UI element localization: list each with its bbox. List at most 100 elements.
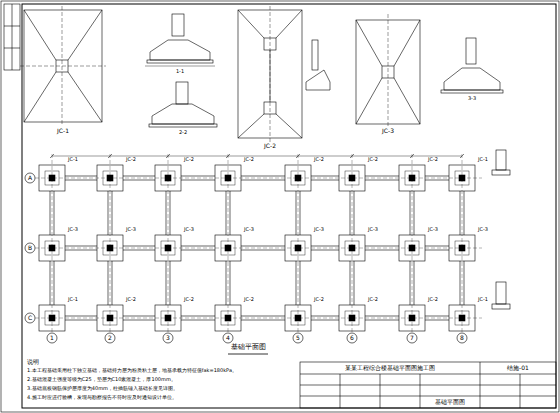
footing-outline [399,305,425,331]
footing-step [291,241,305,255]
tie-beam [365,250,399,251]
footing-label: JC-2 [125,297,137,303]
tie-beam [464,261,465,305]
column [225,315,231,321]
footing-detail [356,14,420,128]
column [49,315,55,321]
tie-beam [425,250,449,251]
tie-beam [181,316,215,317]
footing-label: JC-2 [313,297,325,303]
tie-beam [65,320,97,321]
footing-step [345,241,359,255]
tie-beam [311,250,339,251]
footing-outline [285,165,311,191]
column [165,315,171,321]
footing-label: JC-3 [67,227,79,233]
footing-outline [39,235,65,261]
detail-title: JC-1 [56,128,70,135]
footing-detail [20,6,106,126]
axis-number: 3 [165,335,171,342]
footing-section [441,38,510,309]
tie-beam [123,246,155,247]
footing-label: JC-2 [243,157,255,163]
axis-number: 6 [349,335,355,342]
tie-beam [65,316,97,317]
tie-beam [226,261,227,305]
footing-label: JC-2 [125,157,137,163]
footing-step [45,171,59,185]
footing-step [221,171,235,185]
tie-beam [65,250,97,251]
dimension-tick [50,154,54,158]
footing-outline [339,235,365,261]
note-text: 说明 [26,359,40,366]
tie-beam [460,191,461,235]
footing-step [103,241,117,255]
tie-beam [123,316,155,317]
axis-number: 7 [409,335,415,342]
axis-bubble [25,173,35,183]
footing-outline [39,305,65,331]
column [165,245,171,251]
tie-beam [123,250,155,251]
tie-beam [464,191,465,235]
footing-outline [399,235,425,261]
tie-beam [311,316,339,317]
tie-beam [300,261,301,305]
axis-number: A [27,175,33,182]
column [225,245,231,251]
tie-beam [54,191,55,235]
footing-outline [339,305,365,331]
footing-outline [399,165,425,191]
title-block-text: 某某工程综合楼基础平面图施工图 [344,365,436,372]
dimension-tick [166,154,170,158]
footing-outline [39,165,65,191]
column [165,175,171,181]
column [49,175,55,181]
tie-beam [365,246,399,247]
tie-beam [425,180,449,181]
footing-outline [215,165,241,191]
detail-title: 3-3 [467,96,477,102]
footing-label: JC-1 [477,157,489,163]
tie-beam [123,176,155,177]
tie-beam [166,261,167,305]
tie-beam [108,191,109,235]
tie-beam [311,180,339,181]
axis-bubble [105,333,115,343]
tie-beam [112,191,113,235]
footing-step [161,171,175,185]
column [459,175,465,181]
column [49,245,55,251]
tie-beam [414,191,415,235]
column [349,175,355,181]
footing-outline [155,305,181,331]
footing-outline [285,305,311,331]
dimension-tick [350,154,354,158]
detail-title: 1-1 [175,69,185,75]
tie-beam [296,261,297,305]
footing-outline [155,235,181,261]
footing-outline [215,305,241,331]
footing-step [291,311,305,325]
detail-title: JC-3 [381,128,395,135]
axis-number: C [27,315,33,322]
footing-label: JC-1 [67,297,79,303]
tie-beam [181,320,215,321]
tie-beam [425,246,449,247]
footing-label: JC-3 [243,227,255,233]
tie-beam [65,180,97,181]
axis-number: 2 [107,335,113,342]
dimension-tick [108,154,112,158]
tie-beam [112,261,113,305]
footing-outline [449,165,475,191]
tie-beam [241,316,285,317]
footing-label: JC-3 [367,227,379,233]
footing-label: JC-2 [313,157,325,163]
axis-number: 8 [459,335,465,342]
tie-beam [181,250,215,251]
tie-beam [354,261,355,305]
tie-beam [166,191,167,235]
column [295,315,301,321]
